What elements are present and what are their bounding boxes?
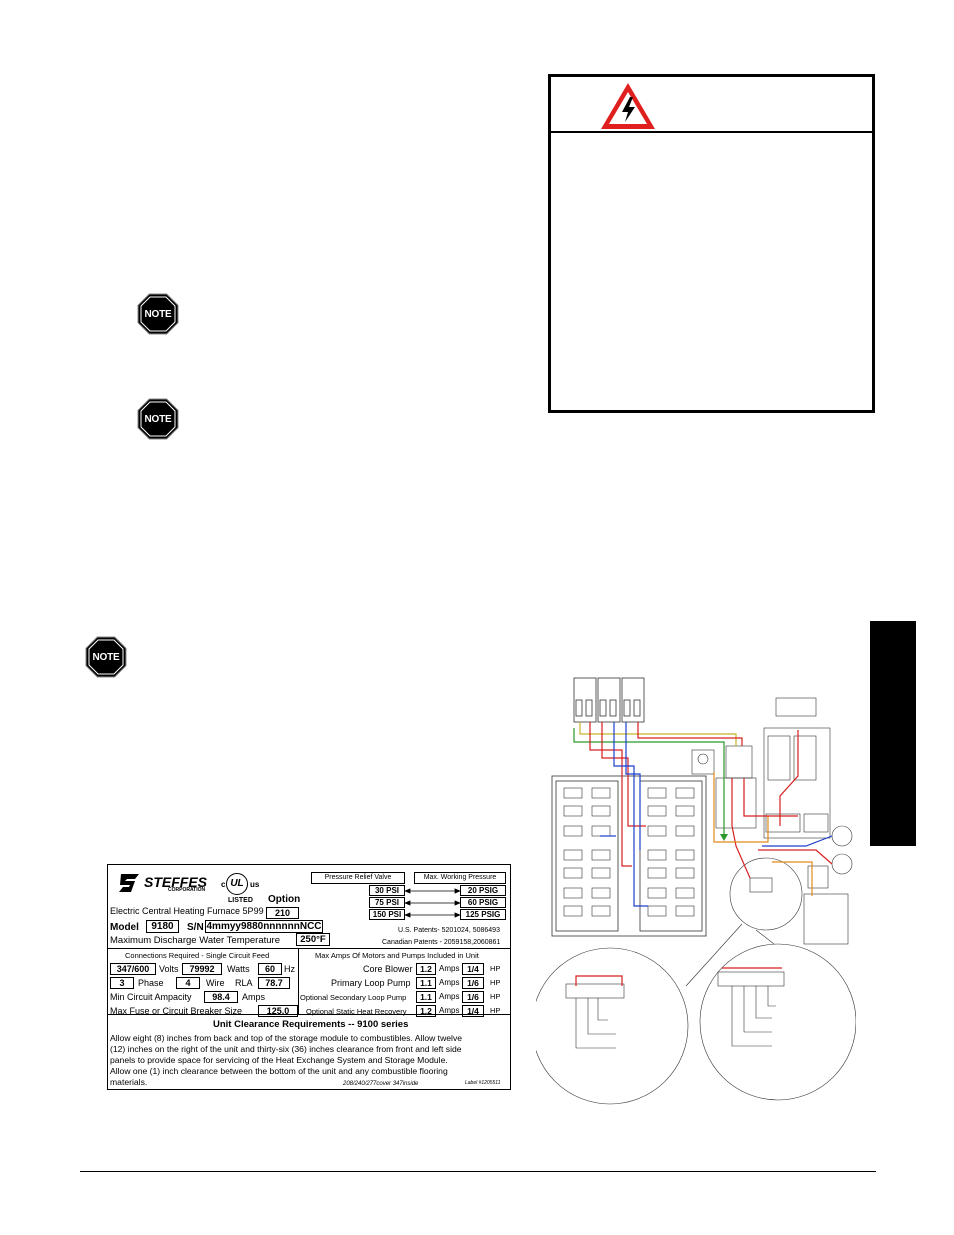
us-patents: U.S. Patents- 5201024, 5086493	[398, 927, 500, 934]
ul-listed: LISTED	[228, 897, 253, 904]
working-60: 60 PSIG	[460, 897, 506, 908]
clearance-text: (12) inches on the right of the unit and…	[110, 1044, 462, 1054]
motor-amps: 1.1	[416, 991, 436, 1003]
conn-header: Connections Required - Single Circuit Fe…	[125, 951, 270, 960]
amps-unit: Amps	[439, 978, 460, 987]
relief-150: 150 PSI	[369, 909, 405, 920]
rating-label: STEFFES CORPORATION c UL us LISTED Optio…	[107, 864, 511, 1090]
amps-unit: Amps	[439, 964, 460, 973]
clearance-text: Allow eight (8) inches from back and top…	[110, 1033, 463, 1043]
motor-hp: 1/6	[462, 977, 484, 989]
phase-value: 3	[110, 977, 134, 989]
fuse-value: 125.0	[258, 1005, 298, 1017]
hp-unit: HP	[490, 978, 501, 987]
option-label: Option	[268, 894, 301, 905]
motor-amps: 1.2	[416, 963, 436, 975]
mca-value: 98.4	[204, 991, 238, 1003]
mca-unit: Amps	[242, 992, 266, 1002]
working-20: 20 PSIG	[460, 885, 506, 896]
motor-name: Optional Secondary Loop Pump	[300, 993, 407, 1002]
hp-unit: HP	[490, 1006, 501, 1015]
note-icon-label: NOTE	[144, 308, 172, 320]
motor-name: Optional Static Heat Recovery	[306, 1007, 407, 1016]
option-value: 210	[266, 907, 299, 919]
electrical-hazard-icon	[598, 80, 658, 132]
hp-unit: HP	[490, 964, 501, 973]
watts-label: Watts	[227, 964, 250, 974]
footer-divider	[80, 1171, 876, 1172]
volts-label: Volts	[159, 964, 179, 974]
max-temp-label: Maximum Discharge Water Temperature	[110, 935, 280, 946]
sn-value: 4mmyy9880nnnnnnNCC	[205, 920, 323, 933]
motor-hp: 1/4	[462, 1005, 484, 1017]
clearance-text: panels to provide space for servicing of…	[110, 1055, 448, 1065]
clearance-title: Unit Clearance Requirements -- 9100 seri…	[213, 1019, 409, 1030]
relief-75: 75 PSI	[369, 897, 405, 908]
warning-divider	[551, 131, 873, 133]
model-label: Model	[110, 922, 139, 933]
sn-label: S/N	[187, 922, 204, 933]
product-name: Electric Central Heating Furnace 5P99	[110, 906, 264, 916]
steffes-logo-icon	[117, 872, 145, 894]
working-header: Max. Working Pressure	[414, 872, 506, 884]
relief-header: Pressure Relief Valve	[311, 872, 405, 884]
model-value: 9180	[146, 920, 179, 933]
hp-unit: HP	[490, 992, 501, 1001]
note-icon-label: NOTE	[144, 413, 172, 425]
label-footer-left: 208/240/277cover 347inside	[343, 1081, 419, 1087]
ul-c: c	[221, 880, 226, 889]
brand-name: STEFFES	[144, 874, 208, 890]
watts-value: 79992	[182, 963, 222, 975]
clearance-text: Allow one (1) inch clearance between the…	[110, 1066, 448, 1076]
ul-us: us	[250, 880, 260, 889]
hz-label: Hz	[284, 964, 295, 974]
working-125: 125 PSIG	[460, 909, 506, 920]
amps-unit: Amps	[439, 1006, 460, 1015]
warning-box	[548, 74, 875, 413]
wiring-diagram	[536, 677, 856, 1105]
motor-hp: 1/6	[462, 991, 484, 1003]
note-icon: NOTE	[137, 398, 179, 440]
rla-value: 78.7	[258, 977, 290, 989]
brand-sub: CORPORATION	[168, 887, 206, 893]
wire-value: 4	[176, 977, 200, 989]
motor-amps: 1.2	[416, 1005, 436, 1017]
max-temp-value: 250°F	[296, 933, 330, 946]
motor-name: Primary Loop Pump	[331, 978, 411, 988]
clearance-text: materials.	[110, 1077, 148, 1087]
section-rule	[298, 948, 299, 1014]
motor-amps: 1.1	[416, 977, 436, 989]
note-icon-label: NOTE	[92, 651, 120, 663]
label-footer-right: Label #1205511	[465, 1080, 501, 1086]
volts-value: 347/600	[110, 963, 156, 975]
fuse-label: Max Fuse or Circuit Breaker Size	[110, 1006, 243, 1016]
amps-unit: Amps	[439, 992, 460, 1001]
section-rule	[108, 1014, 510, 1015]
ca-patents: Canadian Patents - 2059158,2060861	[382, 939, 501, 946]
wire-label: Wire	[206, 978, 225, 988]
hz-value: 60	[258, 963, 282, 975]
pressure-arrows	[405, 888, 460, 918]
section-rule	[108, 948, 510, 949]
ul-mark: UL	[226, 873, 248, 895]
relief-30: 30 PSI	[369, 885, 405, 896]
section-tab	[870, 621, 916, 846]
motors-header: Max Amps Of Motors and Pumps Included in…	[315, 951, 479, 960]
rla-label: RLA	[235, 978, 253, 988]
note-icon: NOTE	[137, 293, 179, 335]
mca-label: Min Circuit Ampacity	[110, 992, 192, 1002]
motor-name: Core Blower	[363, 964, 413, 974]
phase-label: Phase	[138, 978, 164, 988]
motor-hp: 1/4	[462, 963, 484, 975]
note-icon: NOTE	[85, 636, 127, 678]
